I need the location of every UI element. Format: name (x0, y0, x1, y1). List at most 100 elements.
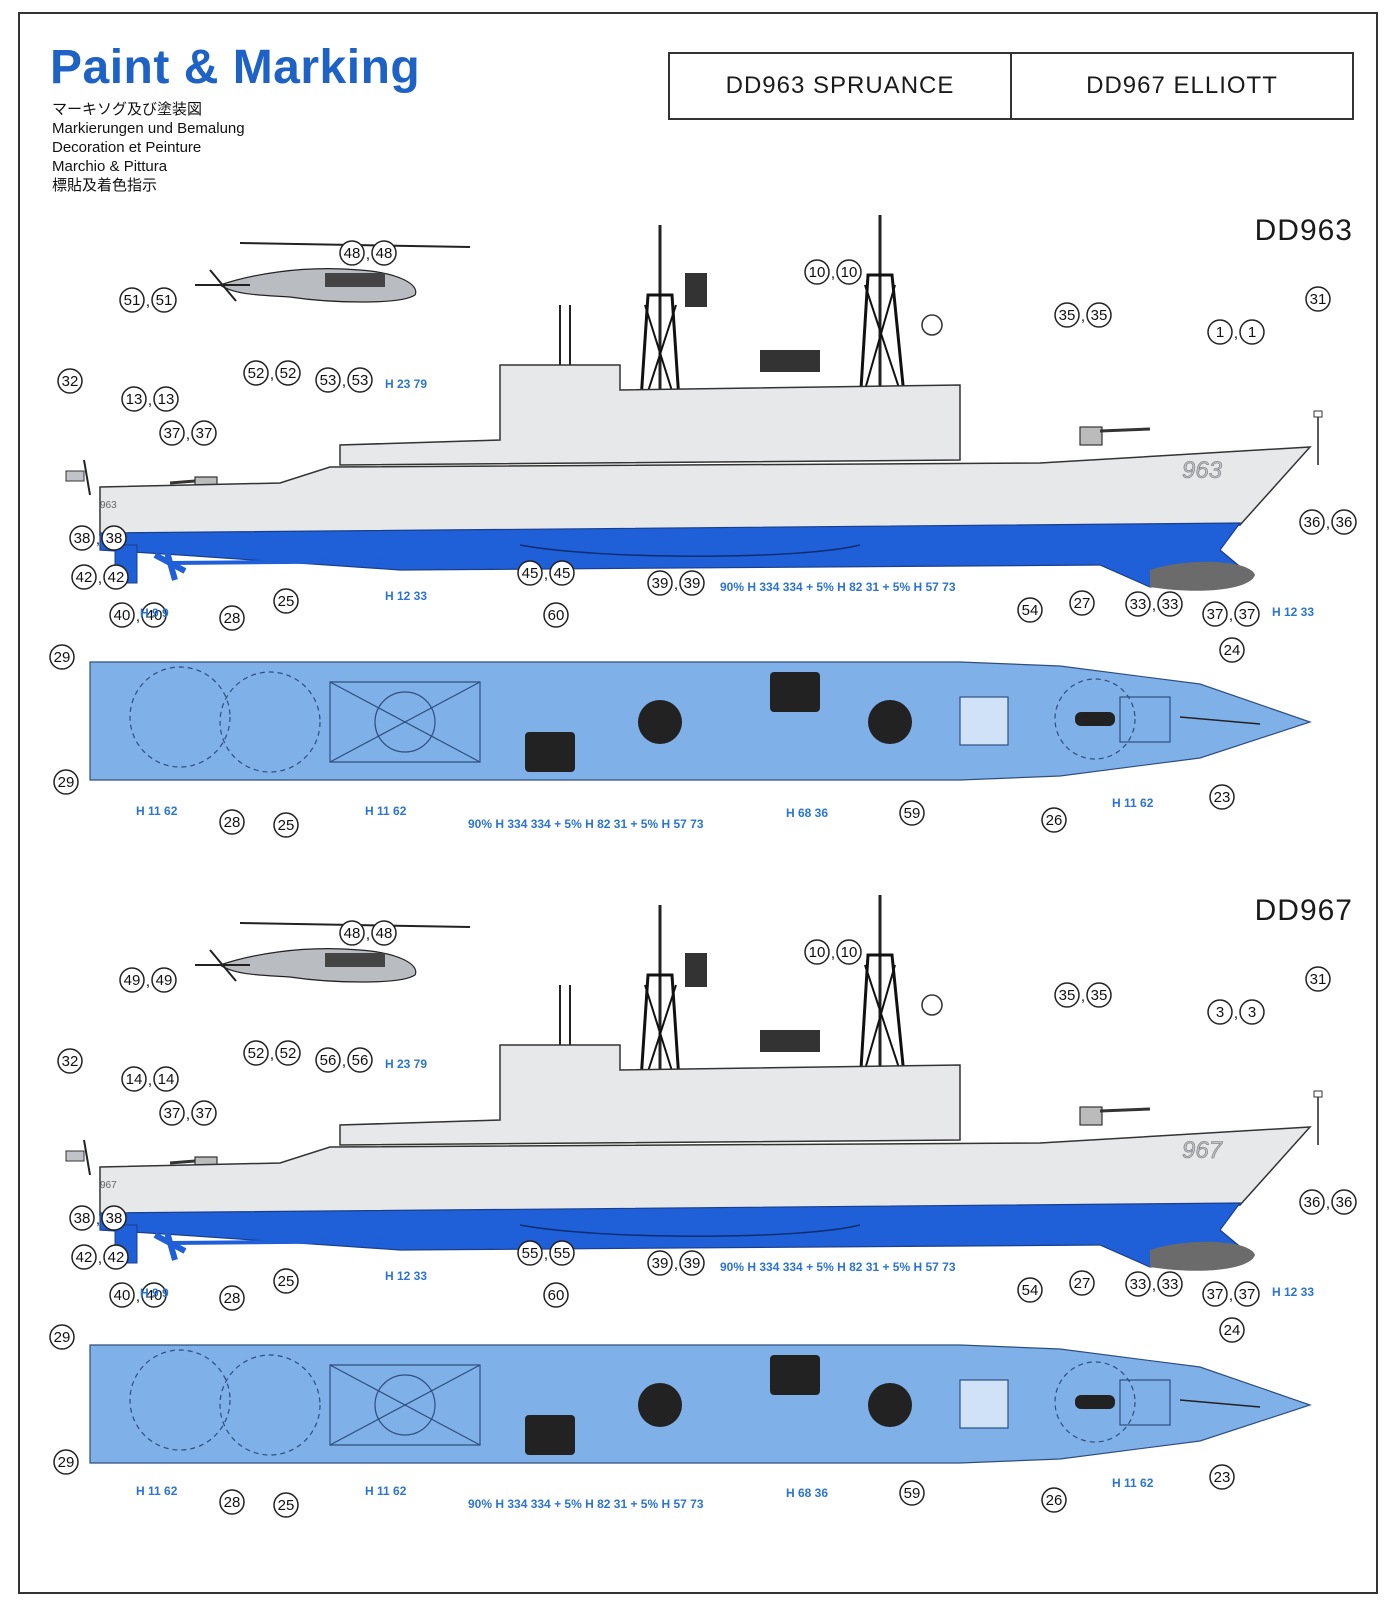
svg-text:36: 36 (1336, 514, 1353, 531)
svg-text:48: 48 (376, 925, 393, 942)
callout-profile-dd963: 48,48 (339, 240, 397, 266)
svg-text:,: , (366, 246, 370, 263)
callout-profile-dd967: 35,35 (1054, 982, 1112, 1008)
svg-text:56: 56 (320, 1052, 337, 1069)
svg-text:39: 39 (684, 1255, 701, 1272)
svg-text:40: 40 (146, 1287, 163, 1304)
svg-text:,: , (1229, 1287, 1233, 1304)
svg-text:37: 37 (196, 1105, 213, 1122)
svg-text:49: 49 (156, 972, 173, 989)
profile-dd967 (66, 895, 1322, 1271)
ship-tag-dd967: DD967 (1254, 894, 1353, 927)
callout-profile-dd963: 39,39 (647, 570, 705, 596)
paint-code-hull-mix: 90% H 334 334 + 5% H 82 31 + 5% H 57 73 (720, 1260, 956, 1274)
paint-code-superstructure: H 23 79 (385, 1057, 427, 1071)
svg-text:25: 25 (278, 1497, 295, 1514)
svg-text:10: 10 (841, 264, 858, 281)
callout-profile-dd967: 40,40 (109, 1282, 167, 1308)
svg-text:56: 56 (352, 1052, 369, 1069)
paint-code-deck-stern: H 11 62 (136, 804, 178, 818)
paint-code-deck-mix: 90% H 334 334 + 5% H 82 31 + 5% H 57 73 (468, 1497, 704, 1511)
svg-text:,: , (544, 566, 548, 583)
hull-number-dd967: 967 (1182, 1137, 1224, 1164)
svg-text:36: 36 (1336, 1194, 1353, 1211)
svg-text:,: , (270, 1046, 274, 1063)
svg-text:54: 54 (1022, 1282, 1039, 1299)
svg-text:33: 33 (1162, 596, 1179, 613)
svg-text:36: 36 (1304, 1194, 1321, 1211)
subtitle-german: Markierungen und Bemalung (52, 120, 245, 137)
svg-text:60: 60 (548, 1287, 565, 1304)
page-title: Paint & Marking (50, 41, 421, 94)
svg-text:13: 13 (158, 391, 175, 408)
svg-text:25: 25 (278, 817, 295, 834)
profile-dd963 (66, 215, 1322, 591)
svg-text:33: 33 (1130, 596, 1147, 613)
svg-text:,: , (146, 293, 150, 310)
svg-text:,: , (674, 576, 678, 593)
svg-text:52: 52 (248, 1045, 265, 1062)
svg-text:37: 37 (1207, 1286, 1224, 1303)
version-dd963: DD963 SPRUANCE (725, 72, 955, 99)
callout-deck-dd967: 25 (273, 1492, 299, 1518)
subtitle-japanese: マーキソグ及び塗装図 (52, 101, 203, 118)
svg-text:36: 36 (1304, 514, 1321, 531)
callout-profile-dd967: 36,36 (1299, 1189, 1357, 1215)
svg-text:59: 59 (904, 1485, 921, 1502)
callout-deck-dd963: 59 (899, 800, 925, 826)
svg-text:,: , (148, 1072, 152, 1089)
svg-text:53: 53 (320, 372, 337, 389)
svg-text:,: , (1326, 515, 1330, 532)
svg-text:10: 10 (841, 944, 858, 961)
paint-code-deck-stern: H 11 62 (136, 1484, 178, 1498)
svg-text:40: 40 (114, 607, 131, 624)
paint-code-propeller: H 9 9 (140, 606, 169, 620)
callout-profile-dd963: 32 (57, 368, 83, 394)
callout-profile-dd963: 45,45 (517, 560, 575, 586)
callout-profile-dd963: 40,40 (109, 602, 167, 628)
svg-text:33: 33 (1130, 1276, 1147, 1293)
paint-code-deck-mid: H 11 62 (365, 804, 407, 818)
svg-text:48: 48 (344, 925, 361, 942)
svg-text:,: , (148, 392, 152, 409)
deck-dd967 (89, 1344, 1311, 1464)
callout-profile-dd967: 37,37 (1202, 1281, 1260, 1307)
callout-deck-dd967: 29 (53, 1449, 79, 1475)
svg-text:35: 35 (1059, 987, 1076, 1004)
svg-text:,: , (342, 373, 346, 390)
callout-profile-dd967: 39,39 (647, 1250, 705, 1276)
callout-profile-dd963: 51,51 (119, 287, 177, 313)
svg-text:,: , (1234, 325, 1238, 342)
paint-code-waterline: H 12 33 (385, 589, 427, 603)
svg-text:1: 1 (1216, 324, 1224, 341)
svg-text:,: , (1081, 988, 1085, 1005)
svg-text:51: 51 (156, 292, 173, 309)
svg-text:24: 24 (1224, 642, 1241, 659)
svg-text:,: , (186, 426, 190, 443)
svg-text:53: 53 (352, 372, 369, 389)
callout-deck-dd967: 54 (1017, 1277, 1043, 1303)
callout-deck-dd967: 27 (1069, 1270, 1095, 1296)
svg-text:55: 55 (554, 1245, 571, 1262)
callout-profile-dd963: 37,37 (1202, 601, 1260, 627)
svg-text:26: 26 (1046, 1492, 1063, 1509)
svg-text:,: , (1152, 1277, 1156, 1294)
callout-profile-dd963: 13,13 (121, 386, 179, 412)
svg-text:40: 40 (146, 607, 163, 624)
ship-tag-dd963: DD963 (1254, 214, 1353, 247)
svg-text:39: 39 (652, 575, 669, 592)
svg-text:,: , (96, 1211, 100, 1228)
hull-number-dd963: 963 (1182, 457, 1223, 484)
paint-code-deck-mid: H 11 62 (365, 1484, 407, 1498)
subtitle-chinese: 標貼及着色指示 (52, 177, 158, 194)
paint-code-deck-fwd: H 68 36 (786, 806, 828, 820)
svg-text:,: , (366, 926, 370, 943)
svg-text:52: 52 (248, 365, 265, 382)
svg-text:,: , (146, 973, 150, 990)
callout-profile-dd963: 10,10 (804, 259, 862, 285)
svg-text:38: 38 (74, 1210, 91, 1227)
paint-code-bow: H 12 33 (1272, 1285, 1314, 1299)
svg-text:,: , (1326, 1195, 1330, 1212)
